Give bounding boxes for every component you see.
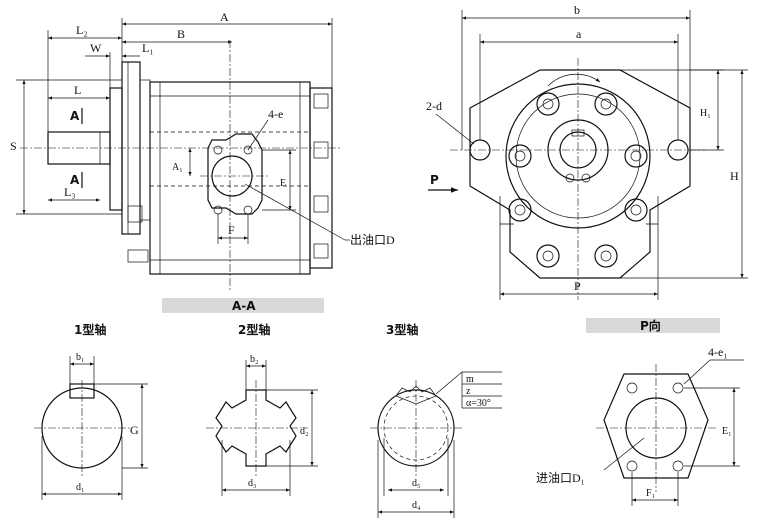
- shaft-type-3: 3型轴 m z α=30° d₅ d₄: [370, 322, 502, 518]
- gear-z: z: [466, 386, 471, 397]
- inlet-flange-view: 4-e₁ E₁ F₁ 进油口D₁: [536, 345, 744, 506]
- hole-4e1-label: 4-e₁: [708, 345, 728, 359]
- shaft2-title: 2型轴: [238, 322, 270, 337]
- view-title-AA: A-A: [232, 299, 256, 313]
- dim-H: H: [730, 169, 739, 183]
- dim-A1: A₁: [172, 162, 183, 173]
- dim-b: b: [574, 3, 580, 17]
- section-mark-top: A: [70, 109, 80, 123]
- side-view: A B L₂ W L₁ L L₃ S A A A₁ E: [10, 10, 395, 290]
- dim-P: P: [574, 279, 581, 293]
- outlet-label: 出油口D: [350, 233, 395, 247]
- dim-F1: F₁: [646, 488, 655, 499]
- inlet-label: 进油口D₁: [536, 471, 585, 485]
- dim-A: A: [220, 10, 229, 24]
- front-bolts: [508, 92, 648, 268]
- dim-B: B: [177, 27, 185, 41]
- dim-d5: d₅: [412, 478, 421, 489]
- gear-alpha: α=30°: [466, 398, 491, 409]
- hole-4e-label: 4-e: [268, 107, 283, 121]
- view-title-P: P向: [640, 318, 661, 333]
- inlet-flange: [603, 373, 709, 479]
- dim-H1: H₁: [700, 108, 711, 119]
- dim-L1: L₁: [142, 41, 154, 55]
- dim-G: G: [130, 423, 139, 437]
- dim-d2: d₂: [300, 426, 309, 437]
- gear-m: m: [466, 374, 474, 385]
- shaft-type-1: 1型轴 b₁ G d₁: [34, 322, 148, 500]
- dim-W: W: [90, 41, 102, 55]
- shaft3-title: 3型轴: [386, 322, 418, 337]
- dim-d1: d₁: [76, 482, 85, 493]
- dim-E1: E₁: [722, 426, 732, 437]
- view-arrow-P: P: [430, 173, 439, 187]
- dim-L2: L₂: [76, 23, 88, 37]
- shaft1-title: 1型轴: [74, 322, 106, 337]
- front-view: b a H₁ H P 2-d P: [426, 3, 748, 300]
- dim-S: S: [10, 139, 17, 153]
- dim-E: E: [280, 178, 286, 189]
- front-flange: [469, 69, 691, 279]
- dim-d4: d₄: [412, 500, 421, 511]
- dim-L3: L₃: [64, 185, 76, 199]
- shaft-type-2: 2型轴 b₂ d₂ d₃: [206, 322, 318, 496]
- section-mark-bottom: A: [70, 173, 80, 187]
- rear-cover: [309, 87, 333, 269]
- dim-L: L: [74, 83, 81, 97]
- dim-a: a: [576, 27, 582, 41]
- hole-2d-label: 2-d: [426, 99, 442, 113]
- mounting-flange: [109, 87, 123, 211]
- dim-F: F: [228, 223, 235, 237]
- dim-b1: b₁: [76, 352, 85, 363]
- outlet-flange: [207, 133, 263, 215]
- dim-d3: d₃: [248, 478, 257, 489]
- dim-b2: b₂: [250, 354, 259, 365]
